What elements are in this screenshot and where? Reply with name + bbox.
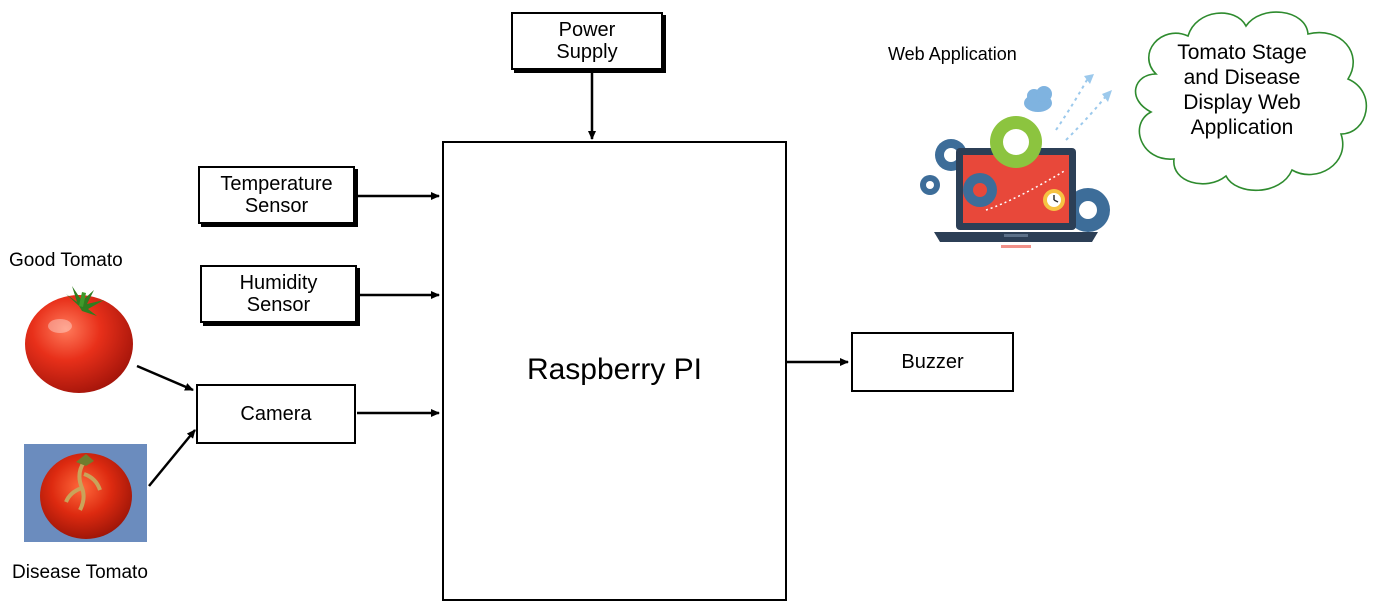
cloud-text-line3: Display Web bbox=[1183, 91, 1301, 114]
cloud-callout: Tomato Stage and Disease Display Web App… bbox=[1116, 4, 1382, 205]
cloud-icon bbox=[1024, 86, 1052, 112]
camera-block: Camera bbox=[196, 384, 356, 444]
disease-tomato-label: Disease Tomato bbox=[12, 562, 148, 583]
humidity-sensor-label-line1: Humidity bbox=[239, 272, 318, 294]
cloud-text: Tomato Stage and Disease Display Web App… bbox=[1157, 40, 1327, 140]
good-tomato-image bbox=[22, 284, 137, 401]
temperature-sensor-label-line2: Sensor bbox=[244, 195, 309, 217]
cloud-text-line2: and Disease bbox=[1183, 66, 1301, 89]
good-tomato-label: Good Tomato bbox=[9, 250, 123, 271]
disease-tomato-image bbox=[24, 444, 147, 547]
raspberry-pi-block: Raspberry PI bbox=[442, 141, 787, 601]
camera-label: Camera bbox=[240, 403, 312, 425]
power-supply-label-line2: Supply bbox=[556, 41, 618, 63]
web-application-illustration bbox=[916, 70, 1116, 257]
cloud-text-line4: Application bbox=[1190, 116, 1294, 139]
raspberry-pi-label: Raspberry PI bbox=[526, 353, 703, 386]
clock-icon bbox=[1043, 189, 1065, 211]
humidity-sensor-label-line2: Sensor bbox=[246, 294, 311, 316]
arrow-disease-tomato-to-camera bbox=[148, 429, 196, 487]
buzzer-block: Buzzer bbox=[851, 332, 1014, 392]
gear-icon bbox=[920, 139, 1110, 232]
arrow-good-tomato-to-camera bbox=[136, 364, 194, 392]
cloud-text-line1: Tomato Stage bbox=[1177, 41, 1307, 64]
green-gear-icon bbox=[990, 116, 1042, 168]
humidity-sensor-block: Humidity Sensor bbox=[200, 265, 357, 323]
power-supply-block: Power Supply bbox=[511, 12, 663, 70]
temperature-sensor-block: Temperature Sensor bbox=[198, 166, 355, 224]
power-supply-label-line1: Power bbox=[558, 19, 616, 41]
web-application-label: Web Application bbox=[888, 44, 1017, 64]
buzzer-label: Buzzer bbox=[901, 351, 964, 373]
temperature-sensor-label-line1: Temperature bbox=[220, 173, 333, 195]
